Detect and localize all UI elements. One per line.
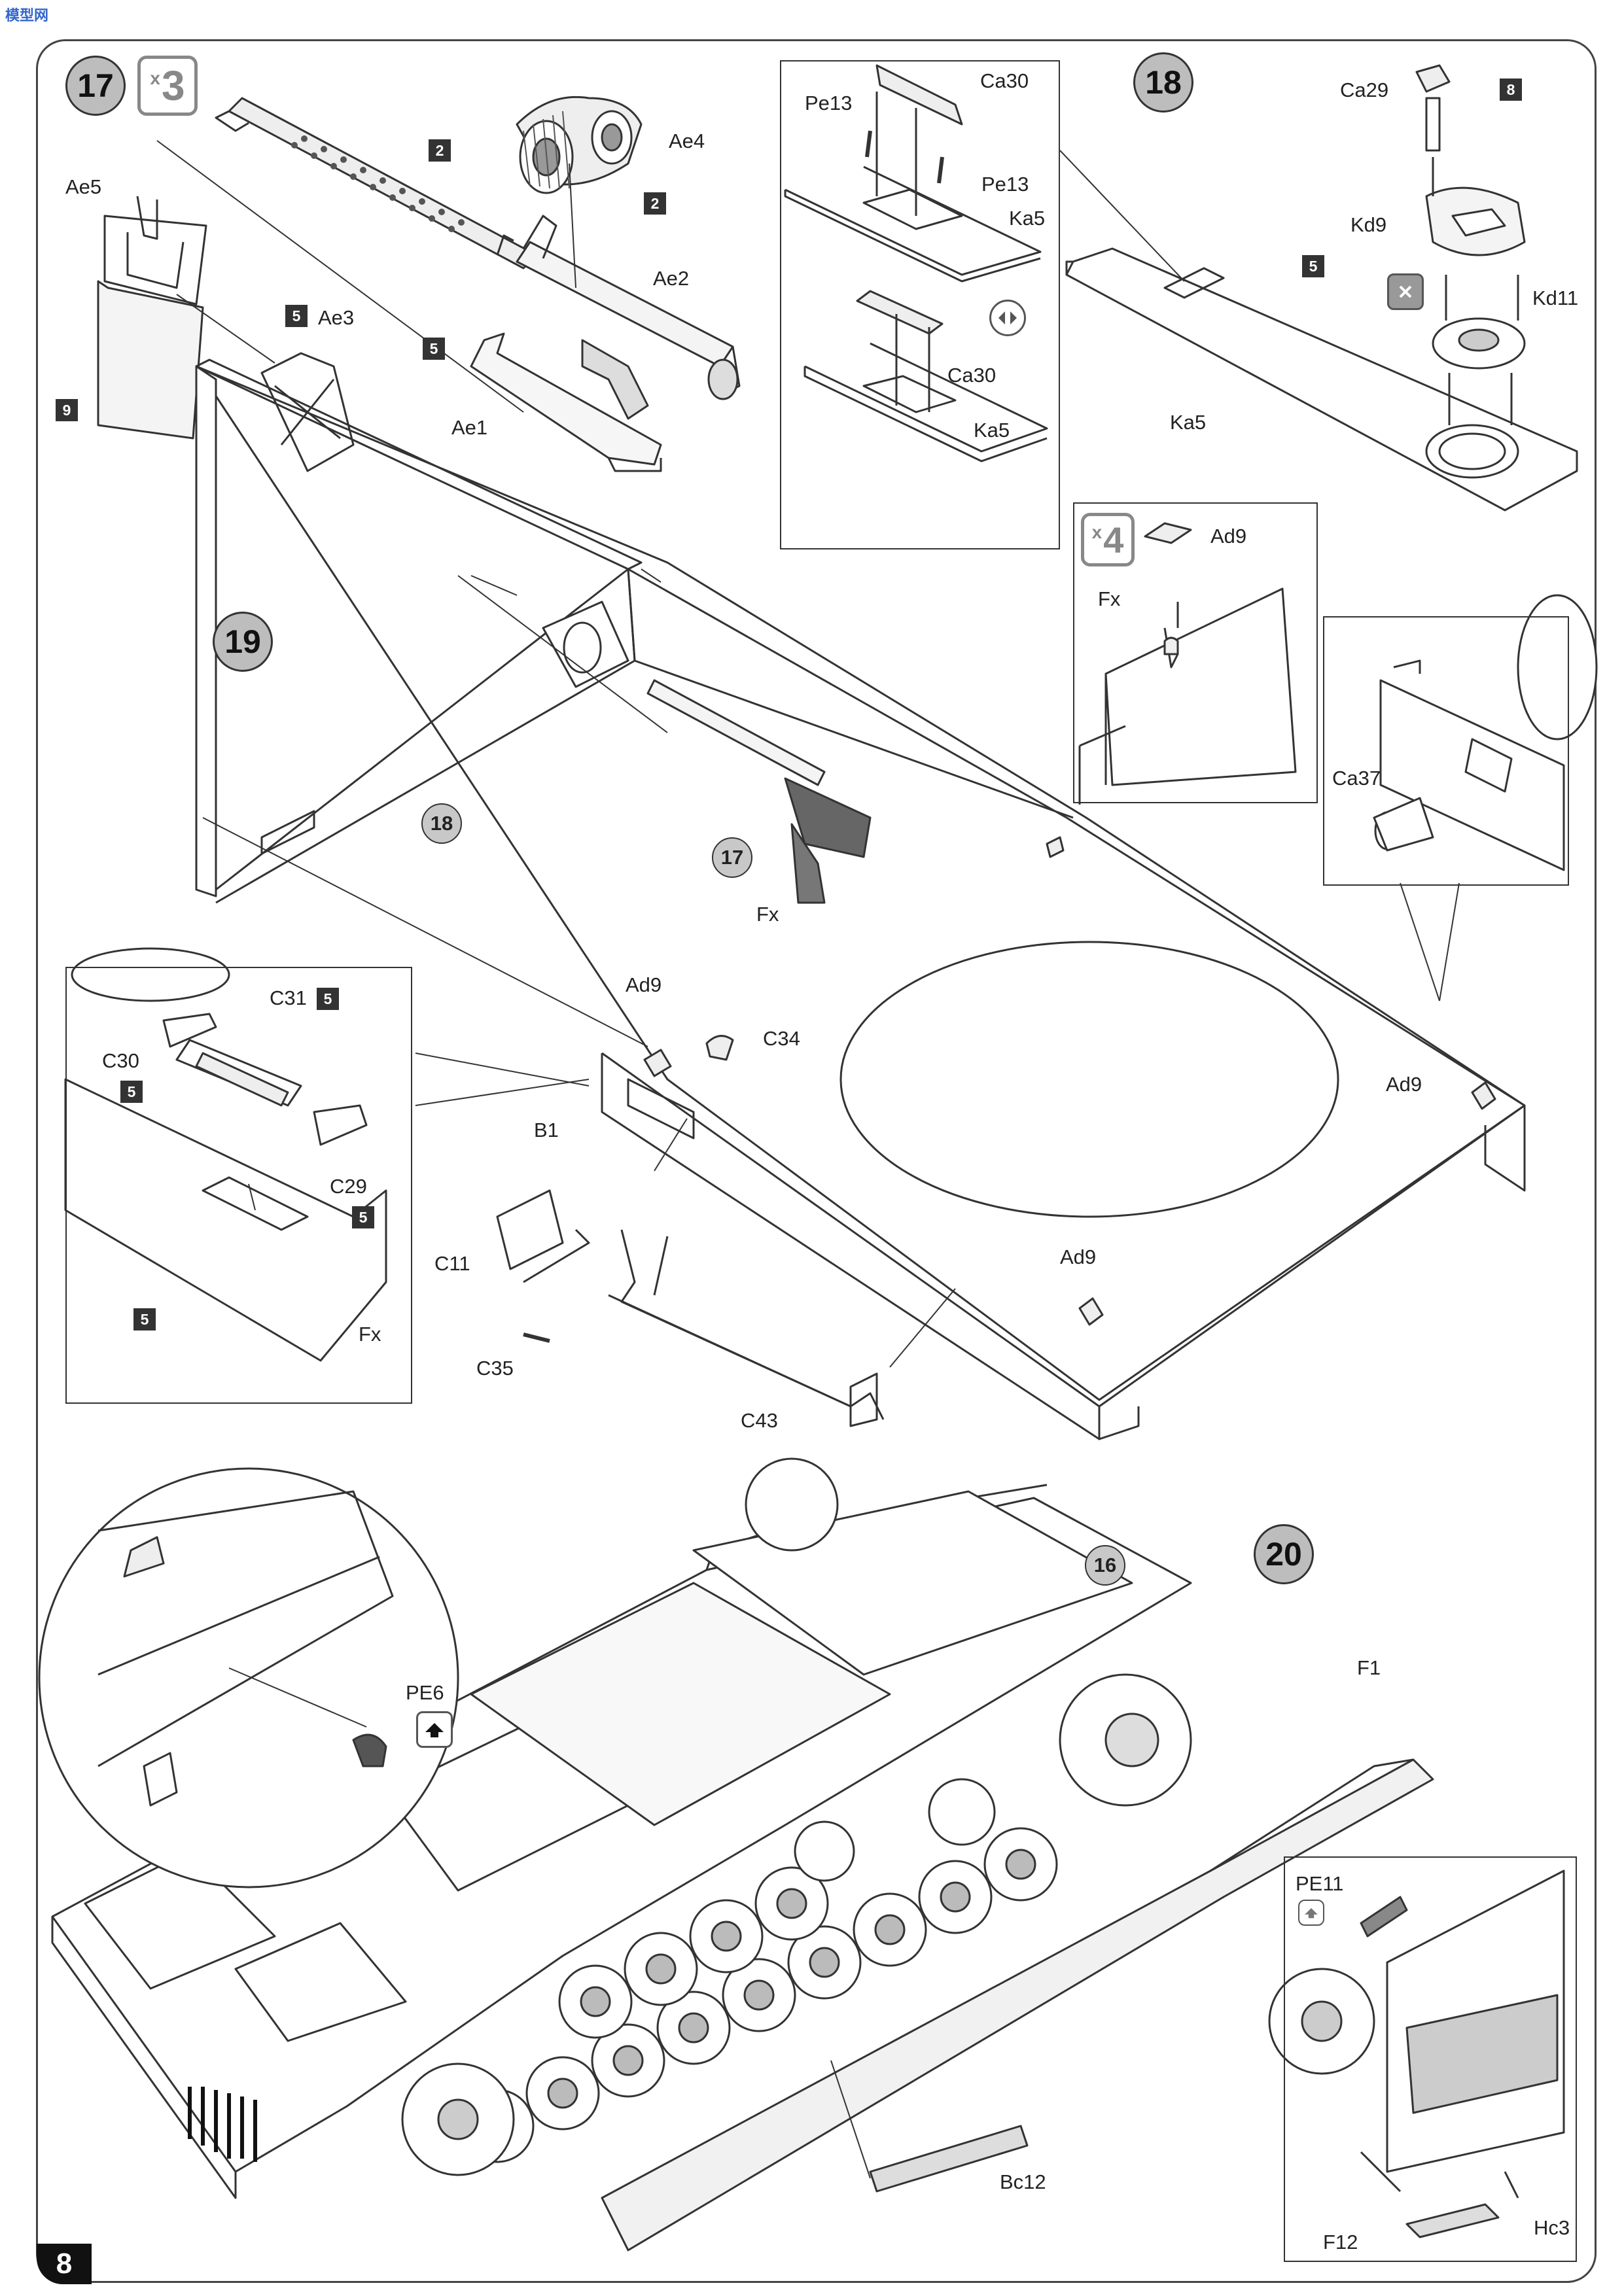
photo-etch-icon <box>416 1711 453 1748</box>
part-label-c35: C35 <box>476 1357 514 1380</box>
page-number: 8 <box>37 2244 92 2284</box>
step20-pe11-inset <box>1284 1856 1577 2262</box>
color-code-5-ae1: 5 <box>423 338 445 360</box>
part-label-fx-inset-ad9: Fx <box>1098 587 1121 610</box>
step-20-badge: 20 <box>1254 1524 1314 1584</box>
symmetric-icon <box>989 300 1026 336</box>
color-code-5-c31: 5 <box>317 988 339 1010</box>
part-label-fx-roof: Fx <box>756 903 779 926</box>
part-label-ae4: Ae4 <box>669 130 705 152</box>
part-label-ae5: Ae5 <box>65 175 102 198</box>
part-label-pe6: PE6 <box>406 1681 444 1704</box>
part-label-ka5-top: Ka5 <box>1009 207 1046 230</box>
step-17-badge: 17 <box>65 56 126 116</box>
step-19-badge: 19 <box>213 612 273 672</box>
pe11-inset-drawing <box>1268 1870 1565 2238</box>
hatch-assembly-inset-drawing <box>784 64 1048 462</box>
color-code-2-barrel: 2 <box>429 139 451 162</box>
drum-magazine-drawing <box>516 96 643 194</box>
color-code-5-inset-plate: 5 <box>133 1308 156 1331</box>
pe6-detail-drawing <box>97 1490 394 1807</box>
mg34-machine-gun-drawing <box>215 97 741 420</box>
hull-chassis-drawing <box>51 1457 1434 2252</box>
part-label-kd9: Kd9 <box>1350 213 1387 236</box>
part-label-pe11: PE11 <box>1296 1872 1344 1895</box>
part-label-pe13-right: Pe13 <box>981 173 1029 196</box>
part-label-ca29: Ca29 <box>1340 78 1389 101</box>
part-label-ad9-rear: Ad9 <box>1386 1073 1422 1096</box>
part-label-c30: C30 <box>102 1049 139 1072</box>
part-label-ca30-top: Ca30 <box>980 69 1029 92</box>
color-code-9-bag: 9 <box>56 399 78 421</box>
superstructure-roof-drawing <box>195 358 1526 1440</box>
remove-icon <box>1387 273 1424 310</box>
subassembly-16-callout: 16 <box>1085 1545 1125 1586</box>
part-label-ad9-front: Ad9 <box>626 973 662 996</box>
step19-hatch-inset <box>65 967 412 1404</box>
part-label-c43: C43 <box>741 1409 778 1432</box>
color-code-5-c29: 5 <box>352 1206 374 1228</box>
part-label-pe13-left: Pe13 <box>805 92 853 114</box>
color-code-2-drum: 2 <box>644 192 666 215</box>
part-label-b1: B1 <box>534 1119 559 1141</box>
photo-etch-small-icon <box>1298 1900 1324 1926</box>
part-label-f12: F12 <box>1323 2231 1358 2253</box>
part-label-c31: C31 <box>270 986 307 1009</box>
color-code-5-c30: 5 <box>120 1081 143 1103</box>
turret-ring-parts-drawing <box>1415 64 1526 425</box>
step19-ad9-inset <box>1073 502 1318 803</box>
part-label-c29: C29 <box>330 1175 367 1198</box>
color-code-5-ae3: 5 <box>285 305 308 327</box>
ad9-inset-drawing <box>1078 522 1297 805</box>
part-label-ad9-side: Ad9 <box>1060 1245 1097 1268</box>
step18-hatch-inset <box>780 60 1060 549</box>
part-label-bc12: Bc12 <box>1000 2170 1046 2193</box>
subassembly-18-callout: 18 <box>421 803 462 844</box>
part-label-ka5-bottom: Ka5 <box>974 419 1010 442</box>
detail-magnifier-circle <box>38 1467 459 1888</box>
part-label-c34: C34 <box>763 1027 800 1050</box>
hatch-c31-inset-drawing <box>64 947 387 1362</box>
step19-ca37-inset <box>1323 616 1569 886</box>
part-label-kd11: Kd11 <box>1532 287 1579 309</box>
part-label-ca37: Ca37 <box>1332 767 1381 790</box>
step-18-badge: 18 <box>1133 52 1193 113</box>
subassembly-17-callout: 17 <box>712 837 752 878</box>
part-label-ae1: Ae1 <box>451 416 488 439</box>
ka5-plate-drawing <box>1059 150 1578 512</box>
color-code-5-plate: 5 <box>1302 255 1324 277</box>
part-label-ca30-bottom: Ca30 <box>947 364 997 387</box>
color-code-8-ca29: 8 <box>1500 78 1522 101</box>
page-frame <box>36 39 1597 2283</box>
part-label-ka5-plate: Ka5 <box>1170 411 1207 434</box>
part-label-f1: F1 <box>1357 1656 1381 1679</box>
publisher-logo: 模型网 <box>5 7 49 24</box>
mount-ae1-drawing <box>470 332 662 466</box>
part-label-ae2: Ae2 <box>653 267 690 290</box>
part-label-ad9-inset: Ad9 <box>1210 525 1247 548</box>
part-label-fx-inset-hatch: Fx <box>359 1323 381 1346</box>
part-label-hc3: Hc3 <box>1534 2216 1570 2239</box>
part-label-c11: C11 <box>434 1252 470 1275</box>
ca37-inset-drawing <box>1373 594 1598 871</box>
ammo-bag-ae5-drawing <box>97 280 204 440</box>
part-label-ae3: Ae3 <box>318 306 355 329</box>
